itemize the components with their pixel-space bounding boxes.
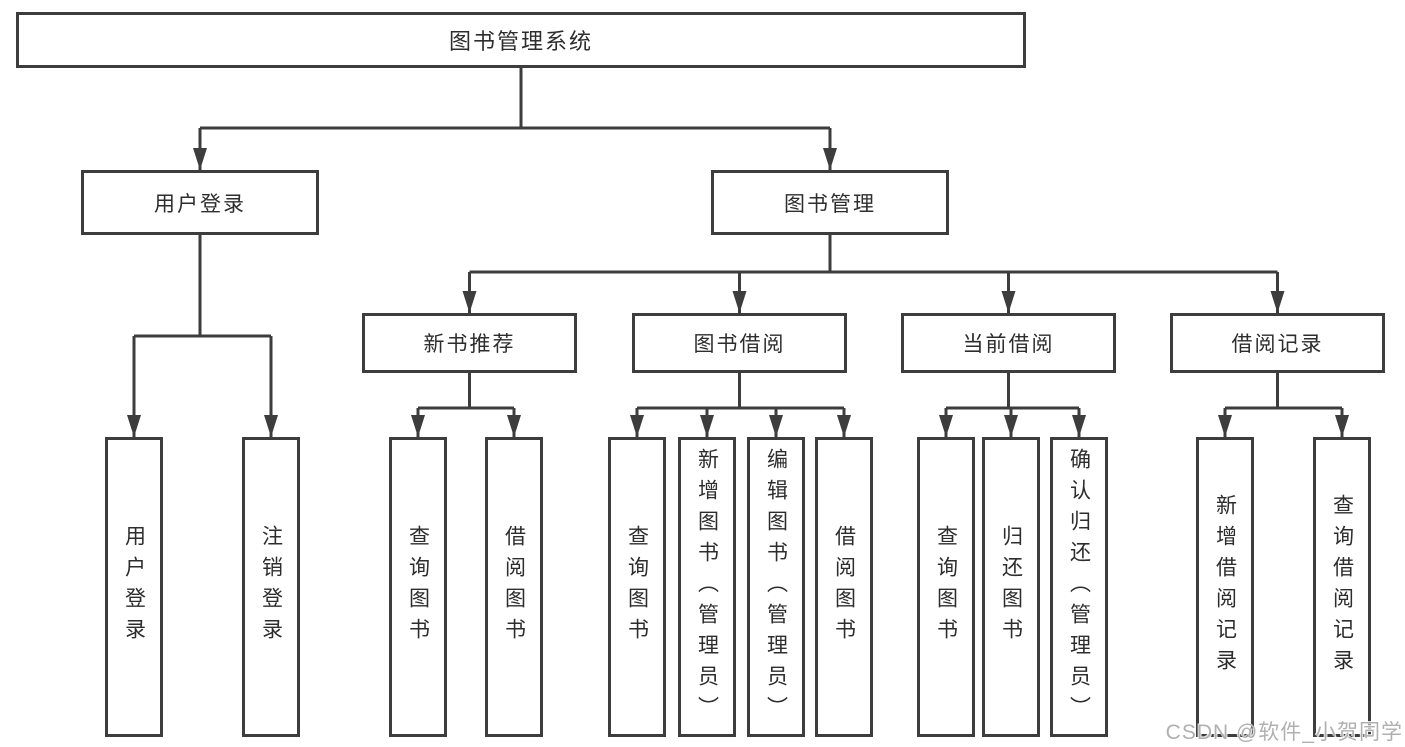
- leaf-return-books: 归还图书: [982, 437, 1040, 737]
- leaf-user-login: 用户登录: [105, 437, 163, 737]
- node-label: 当前借阅: [962, 333, 1055, 356]
- node-label: 图书借阅: [693, 333, 786, 356]
- node-label: 借阅记录: [1231, 333, 1324, 356]
- node-user-login: 用户登录: [81, 170, 319, 235]
- leaf-label: 新增借阅记录: [1213, 494, 1237, 680]
- leaf-label: 查询图书: [625, 525, 649, 649]
- node-borrowing-records: 借阅记录: [1170, 313, 1385, 373]
- leaf-label: 借阅图书: [832, 525, 856, 649]
- connectors-book-management: [462, 235, 1285, 313]
- leaf-confirm-return-admin: 确认归还（管理员）: [1050, 437, 1108, 737]
- node-current-borrowing: 当前借阅: [901, 313, 1116, 373]
- leaf-query-borrow-record: 查询借阅记录: [1313, 437, 1371, 737]
- connectors-user-login: [127, 235, 278, 437]
- node-book-management: 图书管理: [711, 170, 949, 235]
- node-book-borrowing: 图书借阅: [632, 313, 847, 373]
- leaf-label: 查询借阅记录: [1330, 494, 1354, 680]
- leaf-label: 注销登录: [259, 525, 283, 649]
- leaf-label: 查询图书: [406, 525, 430, 649]
- leaf-query-books-current: 查询图书: [917, 437, 975, 737]
- leaf-label: 查询图书: [934, 525, 958, 649]
- connectors-book-borrowing: [630, 373, 851, 437]
- node-label: 图书管理: [784, 192, 876, 216]
- node-label: 图书管理系统: [448, 29, 593, 54]
- leaf-label: 归还图书: [999, 525, 1023, 649]
- connectors-root-to-level2: [193, 68, 837, 170]
- connectors-borrowing-records: [1218, 373, 1349, 437]
- leaf-add-books-admin: 新增图书（管理员）: [678, 437, 736, 737]
- leaf-query-books-borrow: 查询图书: [608, 437, 666, 737]
- leaf-edit-books-admin: 编辑图书（管理员）: [747, 437, 805, 737]
- leaf-label: 用户登录: [122, 525, 146, 649]
- leaf-label: 确认归还（管理员）: [1067, 447, 1091, 727]
- leaf-label: 新增图书（管理员）: [695, 447, 719, 727]
- node-new-book-recommend: 新书推荐: [362, 313, 577, 373]
- leaf-query-books-recommend: 查询图书: [389, 437, 447, 737]
- leaf-borrow-books: 借阅图书: [815, 437, 873, 737]
- leaf-label: 编辑图书（管理员）: [764, 447, 788, 727]
- node-root-system: 图书管理系统: [16, 12, 1026, 68]
- node-label: 新书推荐: [423, 333, 516, 356]
- leaf-borrow-books-recommend: 借阅图书: [485, 437, 543, 737]
- connectors-new-book-recommend: [411, 373, 521, 437]
- connectors-current-borrowing: [939, 373, 1086, 437]
- leaf-label: 借阅图书: [502, 525, 526, 649]
- node-label: 用户登录: [154, 192, 246, 216]
- leaf-add-borrow-record: 新增借阅记录: [1196, 437, 1254, 737]
- leaf-logout: 注销登录: [242, 437, 300, 737]
- csdn-watermark: CSDN @软件_小贺同学: [1165, 721, 1403, 744]
